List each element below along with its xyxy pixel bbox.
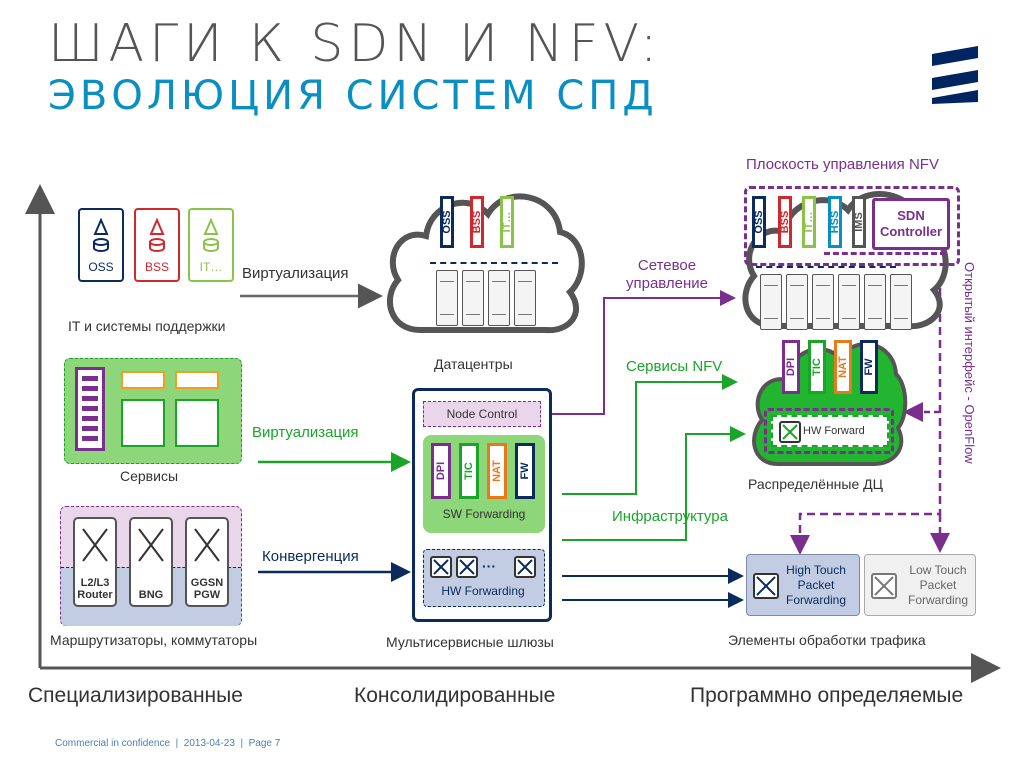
rack-icon: [760, 274, 782, 330]
module-icon: [175, 371, 219, 389]
traffic-caption: Элементы обработки трафика: [728, 632, 926, 648]
ericsson-logo-icon: [932, 46, 978, 104]
convergence-label: Конвергенция: [262, 548, 359, 565]
rack-icon: [890, 274, 912, 330]
ctrl-ims-block: IMS: [852, 196, 866, 248]
hw-forward-inner: HW Forward: [771, 415, 889, 447]
page-subtitle: ЭВОЛЮЦИЯ СИСТЕМ СПД: [48, 73, 658, 119]
rack-icon: [514, 270, 536, 326]
switch-icon: [456, 556, 478, 578]
axis-label-specialized: Специализированные: [28, 684, 243, 707]
gateway-caption: Мультисервисные шлюзы: [386, 634, 554, 650]
sdn-controller: SDN Controller: [872, 198, 950, 250]
ctrl-hss-block: HSS: [828, 196, 842, 248]
footer: Commercial in confidence | 2013-04-23 | …: [55, 738, 281, 749]
low-touch-box: Low Touch Packet Forwarding: [864, 554, 976, 616]
high-touch-box: High Touch Packet Forwarding: [746, 554, 860, 616]
rack-icon: [462, 270, 484, 326]
nfv-services-label: Сервисы NFV: [626, 358, 723, 375]
router-icon: L2/L3 Router: [73, 517, 117, 607]
dc-it-block: IT…: [500, 196, 514, 248]
ctrl-bss-block: BSS: [778, 196, 792, 248]
switch-icon: [871, 573, 897, 599]
virtualization-label-1: Виртуализация: [242, 265, 349, 282]
high-touch-label: High Touch Packet Forwarding: [785, 563, 847, 607]
rack-icon: [175, 399, 219, 447]
hw-forward-frame: HW Forward: [764, 408, 894, 454]
hw-forwarding-label: HW Forwarding: [441, 584, 525, 598]
page-title: ШАГИ К SDN И NFV:: [48, 14, 663, 74]
net-mgmt-label: Сетевое управление: [625, 257, 709, 292]
services-box: [64, 358, 242, 464]
switch-icon: [430, 556, 452, 578]
dc-bss-block: BSS: [470, 196, 484, 248]
rack-icon: [121, 399, 165, 447]
ellipsis: ···: [482, 558, 496, 574]
dist-dpi-block: DPI: [782, 340, 800, 394]
ctrl-divider: [756, 266, 896, 268]
low-touch-label: Low Touch Packet Forwarding: [907, 563, 969, 607]
rack-icon: [786, 274, 808, 330]
routers-caption: Маршрутизаторы, коммутаторы: [50, 632, 258, 648]
sw-forwarding-label: SW Forwarding: [442, 507, 526, 521]
ggsn-icon: GGSN PGW: [185, 517, 229, 607]
dc-divider: [430, 262, 558, 264]
nat-block: NAT: [487, 443, 507, 499]
database-icon: [203, 218, 219, 252]
dist-fw-block: FW: [860, 340, 878, 394]
rack-icon: [488, 270, 510, 326]
dist-tic-block: TIC: [808, 340, 826, 394]
controller-frame-bottom: [824, 252, 946, 255]
node-control: Node Control: [423, 401, 541, 427]
database-icon: [93, 218, 109, 252]
it-doc: IT…: [188, 208, 234, 282]
tic-block: TIC: [459, 443, 479, 499]
services-caption: Сервисы: [120, 468, 179, 484]
rack-icon: [838, 274, 860, 330]
hw-forward-label: HW Forward: [803, 425, 865, 437]
dist-caption: Распределённые ДЦ: [748, 476, 883, 492]
routers-box: L2/L3 Router BNG GGSN PGW: [60, 506, 242, 626]
bss-doc: BSS: [134, 208, 180, 282]
database-icon: [149, 218, 165, 252]
axis-label-software-defined: Программно определяемые: [690, 684, 964, 707]
rack-icon: [864, 274, 886, 330]
dc-oss-block: OSS: [440, 196, 454, 248]
fw-block: FW: [515, 443, 535, 499]
nfv-plane-label: Плоскость управления NFV: [746, 156, 939, 173]
rack-icon: [812, 274, 834, 330]
switch-icon: [779, 421, 801, 443]
dc-caption: Датацентры: [434, 356, 513, 372]
sw-forwarding-box: DPI TIC NAT FW SW Forwarding: [423, 435, 545, 533]
module-icon: [121, 371, 165, 389]
switch-icon: [514, 556, 536, 578]
gateway-box: Node Control DPI TIC NAT FW SW Forwardin…: [412, 388, 552, 622]
openflow-label: Открытый интерфейс - OpenFlow: [962, 262, 977, 464]
ctrl-oss-block: OSS: [752, 196, 766, 248]
dpi-block: DPI: [431, 443, 451, 499]
rack-icon: [436, 270, 458, 326]
oss-doc: OSS: [78, 208, 124, 282]
server-icon: [75, 367, 105, 451]
it-caption: IT и системы поддержки: [68, 318, 226, 334]
switch-icon: [753, 573, 779, 599]
openflow-label-wrap: Открытый интерфейс - OpenFlow: [960, 262, 980, 492]
hw-forwarding-box: ··· HW Forwarding: [423, 549, 545, 607]
infrastructure-label: Инфраструктура: [612, 508, 728, 525]
virtualization-label-2: Виртуализация: [252, 424, 359, 441]
cloud-icon: [387, 193, 585, 334]
ctrl-it-block: IT…: [802, 196, 816, 248]
axis-label-consolidated: Консолидированные: [354, 684, 556, 707]
nfv-plane-frame: [744, 186, 960, 266]
bng-icon: BNG: [129, 517, 173, 607]
dist-nat-block: NAT: [834, 340, 852, 394]
